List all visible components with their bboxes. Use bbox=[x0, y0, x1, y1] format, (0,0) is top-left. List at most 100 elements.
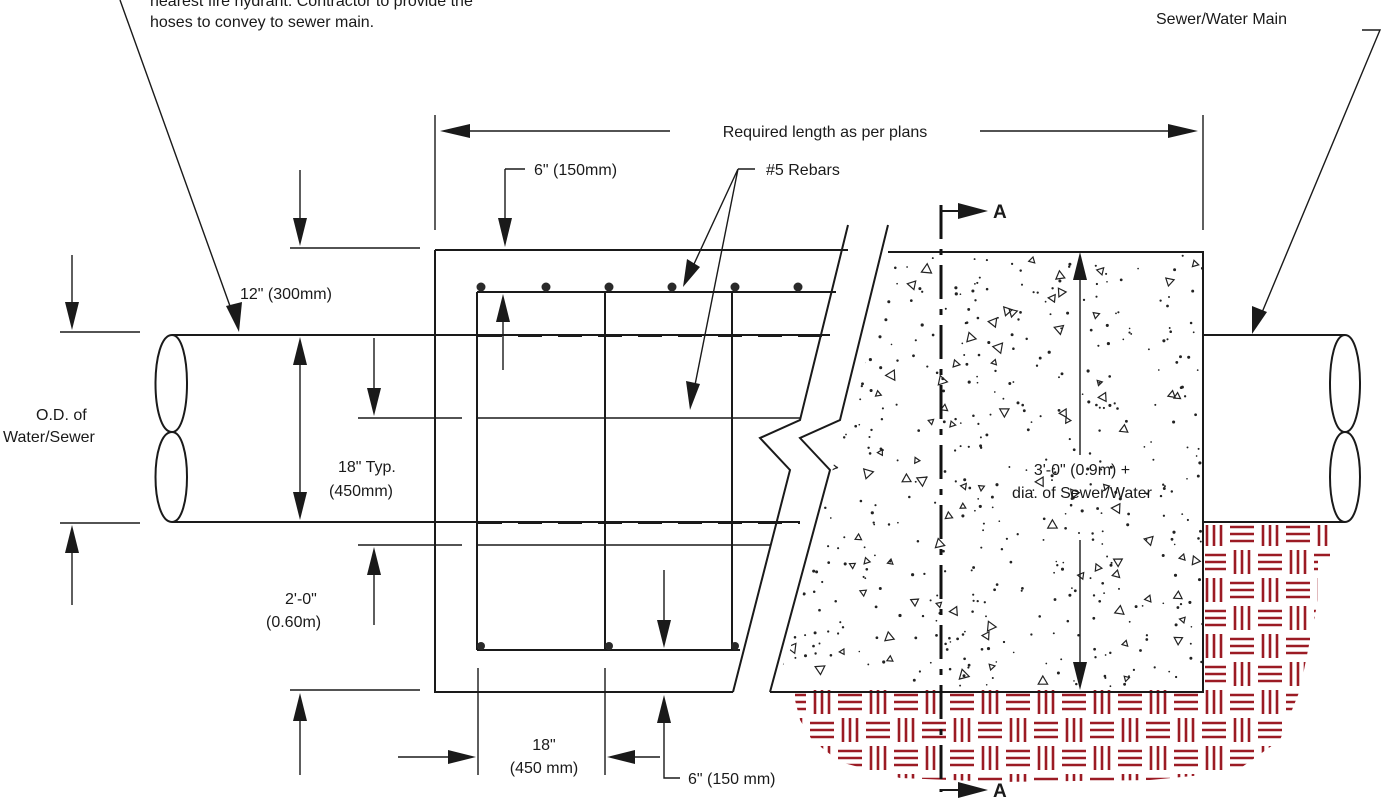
concrete-speck bbox=[995, 483, 999, 487]
bottom-18-line2: (450 mm) bbox=[510, 760, 578, 777]
concrete-speck bbox=[804, 634, 807, 637]
concrete-speck bbox=[948, 636, 951, 640]
concrete-speck bbox=[1106, 555, 1109, 558]
concrete-speck bbox=[760, 679, 763, 682]
concrete-aggregate-piece bbox=[785, 642, 797, 655]
concrete-speck bbox=[989, 413, 992, 416]
concrete-aggregate-piece bbox=[796, 257, 804, 265]
concrete-aggregate-piece bbox=[1123, 675, 1131, 683]
concrete-speck bbox=[964, 630, 966, 633]
bottom-6-label: 6" (150 mm) bbox=[688, 771, 775, 788]
concrete-speck bbox=[770, 346, 773, 349]
concrete-speck bbox=[1044, 300, 1047, 303]
concrete-speck bbox=[954, 417, 957, 421]
concrete-speck bbox=[976, 281, 979, 284]
concrete-speck bbox=[1094, 656, 1097, 659]
concrete-speck bbox=[1086, 369, 1090, 373]
concrete-speck bbox=[771, 412, 775, 415]
concrete-speck bbox=[762, 410, 765, 413]
concrete-speck bbox=[799, 448, 802, 451]
concrete-aggregate-piece bbox=[901, 472, 913, 483]
concrete-speck bbox=[959, 684, 962, 687]
concrete-speck bbox=[1098, 599, 1102, 603]
concrete-speck bbox=[1017, 318, 1020, 321]
concrete-speck bbox=[1039, 415, 1042, 418]
concrete-speck bbox=[971, 610, 974, 613]
concrete-speck bbox=[897, 521, 899, 524]
rebar-dot bbox=[605, 642, 613, 650]
concrete-speck bbox=[1002, 640, 1006, 644]
leader-cover-top bbox=[504, 168, 525, 220]
concrete-speck bbox=[1108, 403, 1112, 407]
concrete-speck bbox=[918, 287, 922, 291]
concrete-speck bbox=[1108, 375, 1112, 378]
concrete-speck bbox=[963, 478, 967, 482]
concrete-speck bbox=[870, 511, 874, 515]
concrete-speck bbox=[926, 365, 929, 368]
concrete-speck bbox=[1128, 327, 1131, 330]
concrete-aggregate-piece bbox=[1164, 277, 1176, 288]
concrete-speck bbox=[1179, 355, 1182, 359]
concrete-speck bbox=[1045, 662, 1048, 665]
concrete-speck bbox=[1181, 513, 1184, 516]
overall-height-line1: 3'-0" (0.9m) + bbox=[1034, 462, 1130, 479]
concrete-speck bbox=[1172, 530, 1176, 534]
concrete-speck bbox=[1166, 304, 1169, 308]
arrow-down bbox=[65, 302, 79, 330]
concrete-speck bbox=[1052, 632, 1055, 635]
concrete-aggregate-piece bbox=[886, 557, 894, 565]
concrete-speck bbox=[809, 396, 811, 399]
concrete-speck bbox=[1118, 497, 1122, 501]
concrete-speck bbox=[795, 262, 798, 266]
concrete-aggregate-piece bbox=[814, 665, 826, 676]
concrete-speck bbox=[1053, 598, 1057, 601]
concrete-speck bbox=[865, 567, 869, 571]
concrete-speck bbox=[961, 342, 964, 345]
concrete-aggregate-piece bbox=[915, 476, 928, 488]
concrete-speck bbox=[1103, 592, 1106, 595]
rebar-dot bbox=[667, 282, 677, 292]
concrete-speck bbox=[1051, 479, 1053, 482]
concrete-aggregate-piece bbox=[948, 605, 958, 617]
concrete-speck bbox=[818, 259, 821, 262]
concrete-speck bbox=[914, 636, 918, 640]
concrete-speck bbox=[827, 630, 830, 633]
concrete-speck bbox=[1119, 278, 1123, 282]
concrete-speck bbox=[837, 547, 840, 550]
concrete-speck bbox=[812, 388, 815, 392]
concrete-speck bbox=[862, 575, 865, 578]
concrete-aggregate-piece bbox=[1177, 552, 1186, 561]
concrete-speck bbox=[1162, 339, 1166, 343]
concrete-speck bbox=[1008, 382, 1012, 385]
concrete-speck bbox=[990, 495, 994, 499]
concrete-aggregate-piece bbox=[1110, 502, 1121, 515]
concrete-aggregate-piece bbox=[1027, 255, 1036, 264]
spacing-12-label: 12" (300mm) bbox=[240, 286, 332, 303]
concrete-speck bbox=[1168, 296, 1170, 298]
concrete-speck bbox=[1147, 348, 1150, 351]
concrete-speck bbox=[993, 391, 996, 393]
concrete-speck bbox=[814, 652, 817, 655]
concrete-speck bbox=[868, 452, 872, 455]
arrow-left bbox=[440, 124, 470, 138]
concrete-speck bbox=[1010, 262, 1014, 266]
concrete-speck bbox=[961, 514, 965, 518]
concrete-aggregate-piece bbox=[1096, 379, 1104, 387]
concrete-speck bbox=[1093, 647, 1096, 651]
concrete-speck bbox=[1199, 529, 1202, 533]
concrete-speck bbox=[825, 410, 828, 413]
concrete-speck bbox=[1168, 327, 1171, 329]
concrete-speck bbox=[1105, 272, 1108, 275]
concrete-aggregate-piece bbox=[883, 630, 896, 642]
concrete-speck bbox=[945, 648, 949, 651]
concrete-speck bbox=[861, 382, 864, 386]
concrete-aggregate-piece bbox=[1002, 306, 1014, 317]
concrete-speck bbox=[845, 433, 847, 436]
concrete-speck bbox=[771, 402, 774, 405]
concrete-speck bbox=[931, 333, 935, 337]
concrete-speck bbox=[917, 429, 921, 432]
concrete-speck bbox=[1186, 518, 1189, 522]
concrete-aggregate-piece bbox=[1120, 639, 1129, 648]
concrete-speck bbox=[854, 424, 858, 428]
